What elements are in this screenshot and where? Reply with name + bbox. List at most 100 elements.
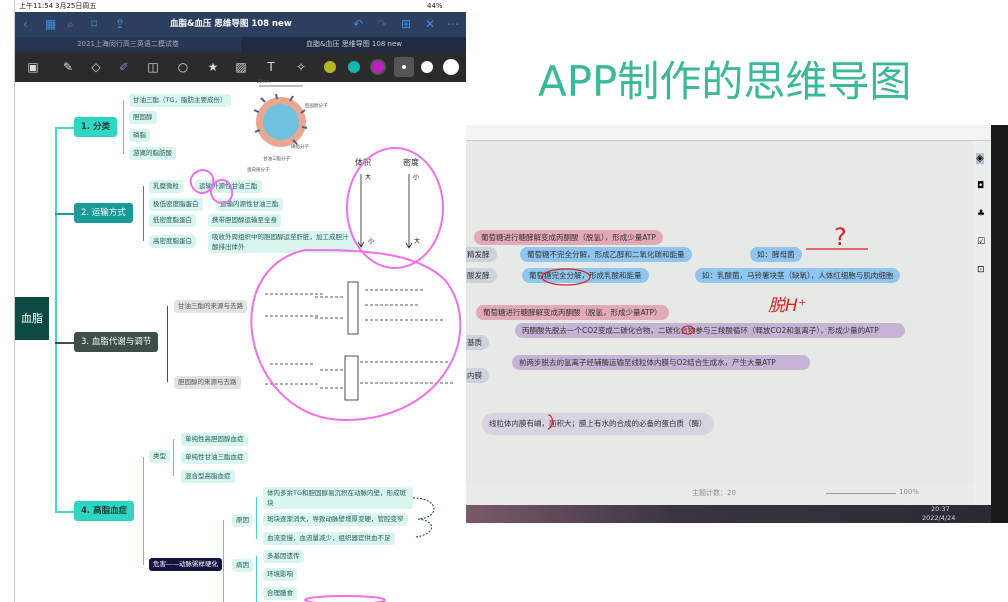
node-tg-source[interactable]: 甘油三酯的来源与去路 <box>174 300 247 313</box>
node-hdl[interactable]: 高密度脂蛋白 <box>149 235 196 248</box>
node-desc[interactable]: 运输内源性甘油三酯 <box>216 198 283 211</box>
branch-hyperlipidemia[interactable]: 4. 高脂血症 <box>74 501 135 521</box>
close-icon[interactable]: ✕ <box>425 17 436 31</box>
branch-metabolism[interactable]: 3. 血脂代谢与调节 <box>74 332 159 352</box>
icon-settings[interactable]: ◘ <box>977 181 985 191</box>
node-phospholipid[interactable]: 磷脂 <box>129 129 150 142</box>
tab-label: 2021上海闵行高三英语二模试卷 <box>77 40 179 48</box>
node-type-item[interactable]: 混合型高脂血症 <box>181 470 235 483</box>
node-desc[interactable]: 丙酮酸先脱去一个CO2变成二碳化合物，二碳化合物参与三羧酸循环（释放CO2和氢离… <box>515 323 905 338</box>
color-magenta[interactable] <box>372 61 384 73</box>
node-harm[interactable]: 危害——动脉粥样硬化 <box>149 558 222 571</box>
slide-title: APP制作的思维导图 <box>538 57 912 106</box>
branch-classification[interactable]: 1. 分类 <box>74 117 118 137</box>
color-yellow[interactable] <box>324 61 336 73</box>
grid-icon[interactable]: ▦ <box>45 17 57 31</box>
status-time: 上午11:54 <box>19 2 54 10</box>
node-note[interactable]: 线粒体内膜有嵴，面积大；膜上有水的合成的必备的蛋白质（酶） <box>482 413 714 435</box>
node-desc[interactable]: 葡萄糖完全分解，形成乳酸和能量 <box>522 268 649 283</box>
status-bar: 主题计数：20 100% <box>466 483 973 505</box>
zoom-level[interactable]: 100% <box>899 488 920 496</box>
node-type-item[interactable]: 单纯性高胆固醇血症 <box>181 433 248 446</box>
node-example[interactable]: 如：酵母菌 <box>750 247 802 262</box>
calendar-icon[interactable]: ☑ <box>977 237 986 247</box>
node-fatty-acid[interactable]: 游离的脂肪酸 <box>129 147 176 160</box>
node-matrix[interactable]: 基质 <box>466 335 489 350</box>
node-prevention-item[interactable]: 合理膳食 <box>263 587 297 600</box>
pen-icon[interactable]: ✎ <box>62 60 74 74</box>
node-cause-item[interactable]: 斑块逐渐消失，导致动脉壁增厚变硬，管腔变窄 <box>263 513 408 526</box>
node-desc[interactable]: 前两步脱去的氢离子经辅酶运输至线粒体内膜与O2结合生成水，产生大量ATP <box>512 355 810 370</box>
node-ldl[interactable]: 低密度脂蛋白 <box>149 214 196 227</box>
node-type[interactable]: 类型 <box>149 450 170 463</box>
root-node[interactable]: 血脂 <box>15 297 49 340</box>
node-cause[interactable]: 原因 <box>232 514 253 527</box>
node-desc[interactable]: 携带胆固醇运输至全身 <box>208 214 281 227</box>
node-etiology[interactable]: 病因 <box>232 559 253 572</box>
sticker-icon[interactable]: ★ <box>207 60 219 74</box>
highlighter-icon[interactable]: ✐ <box>118 60 130 74</box>
tablet-screenshot: 上午11:54 3月25日周五 44% ‹ ▦ ⌕ ⌑ ⇪ 血脂&血压 思维导图… <box>14 0 466 602</box>
connector <box>55 511 75 513</box>
note-text: 大 <box>365 174 372 181</box>
document-title[interactable]: 血脂&血压 思维导图 108 new <box>170 19 292 29</box>
style-icon[interactable]: ◈ <box>976 153 984 164</box>
clover-icon[interactable]: ♣ <box>977 209 986 219</box>
node-desc[interactable]: 吸收外周组织中的胆固醇运至肝脏，加工成胆汁酸排出体外 <box>208 231 355 253</box>
connector <box>143 186 144 241</box>
node-etiology-item[interactable]: 多基因遗传 <box>263 550 304 563</box>
redo-icon[interactable]: ↷ <box>377 17 388 31</box>
node-triglyceride[interactable]: 甘油三酯（TG，脂肪主要成份） <box>129 94 231 107</box>
battery-level: 44% <box>427 2 443 10</box>
image-icon[interactable]: ▨ <box>235 60 247 74</box>
lasso-icon[interactable]: ○ <box>177 60 189 74</box>
connector <box>256 556 257 602</box>
node-type-item[interactable]: 单纯性甘油三酯血症 <box>181 451 248 464</box>
shapes-icon[interactable]: ◫ <box>147 60 159 74</box>
connector <box>55 213 75 215</box>
zoom-slider[interactable] <box>826 493 896 494</box>
monitor-bezel <box>991 125 1008 523</box>
node-alcohol-fermentation[interactable]: 精发酵 <box>466 247 497 262</box>
node-glycolysis-2[interactable]: 葡萄糖进行糖酵解变成丙酮酸（脱氢，形成少量ATP） <box>476 305 669 320</box>
node-chylomicron[interactable]: 乳糜微粒 <box>149 180 183 193</box>
size-large[interactable] <box>443 59 459 75</box>
node-lactic-fermentation[interactable]: 酸发酵 <box>466 268 497 283</box>
text-icon[interactable]: T <box>267 60 275 74</box>
node-glycolysis[interactable]: 葡萄糖进行糖酵解变成丙酮酸（脱氢），形成少量ATP <box>474 230 663 245</box>
connector <box>55 342 75 344</box>
node-desc[interactable]: 葡萄糖不完全分解，形成乙醇和二氧化碳和能量 <box>520 247 692 262</box>
note-text: 小 <box>368 238 375 245</box>
search-icon[interactable]: ⌕ <box>67 17 74 31</box>
taskbar-time: 20:37 <box>931 505 950 513</box>
laser-icon[interactable]: ✧ <box>295 60 307 74</box>
branch-transport[interactable]: 2. 运输方式 <box>74 203 133 223</box>
node-cause-item[interactable]: 血流变慢，血流量减少，组织器官供血不足 <box>263 532 395 545</box>
export-icon[interactable]: ⊡ <box>977 265 985 275</box>
node-example[interactable]: 如：乳酸菌，马铃薯块茎（缺氧），人体红细胞与肌肉细胞 <box>695 268 901 283</box>
size-medium[interactable] <box>421 61 433 73</box>
size-small[interactable] <box>394 57 414 77</box>
taskbar: 20:37 2022/4/24 <box>466 505 991 523</box>
node-vldl[interactable]: 极低密度脂蛋白 <box>149 198 203 211</box>
share-icon[interactable]: ⇪ <box>115 17 126 31</box>
eraser-icon[interactable]: ◇ <box>91 60 101 74</box>
add-page-icon[interactable]: ⊞ <box>401 17 412 31</box>
node-etiology-item[interactable]: 环境影响 <box>263 568 297 581</box>
node-inner-membrane[interactable]: 内膜 <box>466 368 489 383</box>
more-icon[interactable]: ⋯ <box>447 17 459 31</box>
tab-exam[interactable]: 2021上海闵行高三英语二模试卷 <box>15 37 241 52</box>
tab-mindmap[interactable]: 血脂&血压 思维导图 108 new <box>241 37 466 52</box>
title-bar: ‹ ▦ ⌕ ⌑ ⇪ 血脂&血压 思维导图 108 new ↶ ↷ ⊞ ✕ ⋯ <box>15 12 466 37</box>
node-cause-item[interactable]: 体内多余TG和胆固醇易沉积在动脉内壁，形成斑块 <box>263 487 413 509</box>
note-text: 小 <box>413 174 420 181</box>
bookmark-icon[interactable]: ⌑ <box>91 17 98 31</box>
pages-icon[interactable]: ▣ <box>27 60 39 74</box>
undo-icon[interactable]: ↶ <box>353 17 364 31</box>
node-cholesterol[interactable]: 胆固醇 <box>129 111 157 124</box>
right-sidebar: ◈ ◘ ♣ ☑ ⊡ <box>973 141 991 511</box>
node-chol-source[interactable]: 胆固醇的来源与去路 <box>174 376 241 389</box>
color-teal[interactable] <box>348 61 360 73</box>
back-icon[interactable]: ‹ <box>23 17 28 31</box>
connector <box>223 520 224 602</box>
